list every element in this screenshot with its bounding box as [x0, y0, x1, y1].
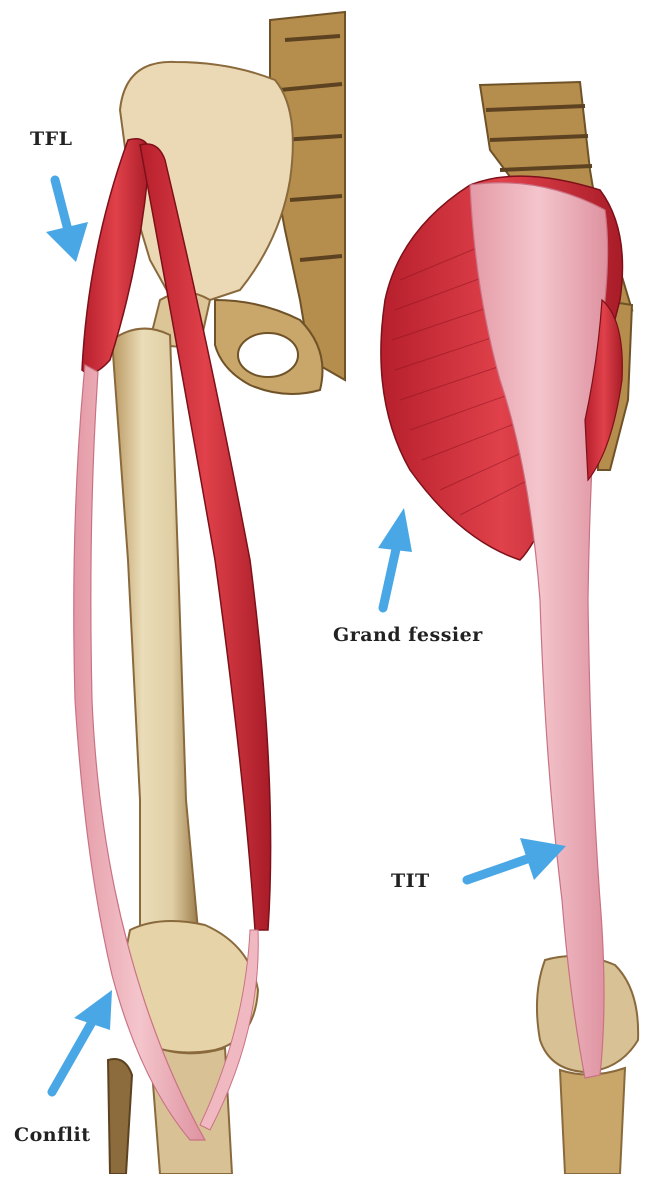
arrow-tfl — [46, 180, 88, 262]
fibula-left — [108, 1059, 132, 1174]
tibia-right — [560, 1068, 625, 1174]
right-it-band — [470, 183, 608, 1078]
femur-shaft — [112, 329, 198, 937]
label-tfl: TFL — [30, 128, 73, 150]
label-tit: TIT — [391, 870, 430, 892]
arrow-grand-fessier — [378, 508, 412, 608]
label-conflit: Conflit — [14, 1124, 91, 1146]
label-grand-fessier: Grand fessier — [333, 624, 483, 646]
arrow-tit — [467, 838, 566, 880]
arrow-conflit — [52, 990, 112, 1092]
